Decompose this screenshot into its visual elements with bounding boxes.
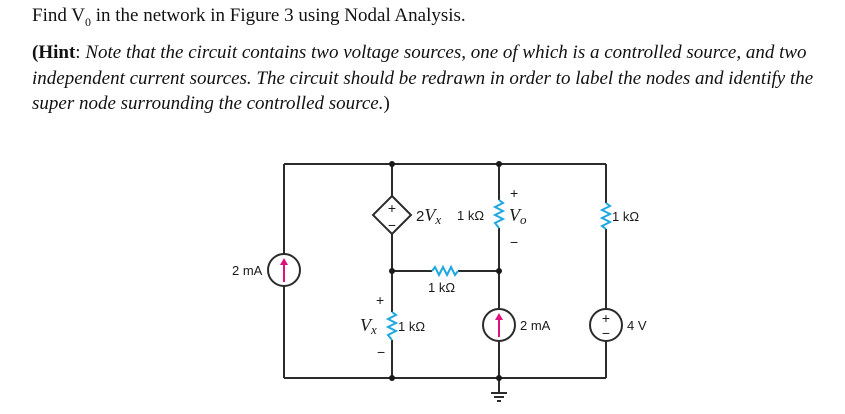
junction-dot [389,161,395,167]
voltage-source: + − [589,308,623,342]
junction-dot [496,375,502,381]
middle-resistor-label: 1 kΩ [428,280,455,295]
vs-minus: − [602,325,610,341]
top-resistor-label: 1 kΩ [457,208,484,223]
vx-resistor [385,311,399,341]
vs-plus: + [602,310,610,326]
vo-minus: − [510,234,518,250]
dep-minus: − [388,217,396,233]
vx-minus: − [377,344,385,360]
vx-resistor-label: 1 kΩ [398,319,425,334]
ground-icon [491,392,507,402]
vx-plus: + [376,292,384,308]
wires [283,163,607,392]
hint-label: Hint [38,42,76,63]
middle-current-source [482,308,516,342]
question-text: Find V0 in the network in Figure 3 using… [32,4,466,34]
top-resistor [492,199,506,229]
middle-resistor [431,264,459,278]
hint-colon: : [75,42,86,63]
question-suffix: in the network in Figure 3 using Nodal A… [90,5,466,26]
junction-dot [496,161,502,167]
dep-plus: + [388,200,396,216]
left-current-source-label: 2 mA [232,263,263,278]
question-prefix: Find V [32,5,85,26]
right-resistor [599,202,613,230]
question-subscript: 0 [84,14,91,29]
vx-label: Vx [360,315,377,337]
middle-current-source-label: 2 mA [520,318,551,333]
hint-body: Note that the circuit contains two volta… [32,42,814,114]
junction-dot [389,375,395,381]
hint-paragraph: (Hint: Note that the circuit contains tw… [32,40,822,117]
dependent-voltage-source: + − [371,194,413,236]
left-current-source [267,253,301,287]
vo-label: Vo [509,205,527,227]
hint-close-paren: ) [383,93,390,114]
hint-open-paren: ( [32,42,39,63]
voltage-source-label: 4 V [627,318,647,333]
dependent-source-label: 2Vx [416,205,441,227]
junction-dot [389,268,395,274]
vo-plus: + [510,185,518,201]
right-resistor-label: 1 kΩ [612,209,639,224]
junction-dot [496,268,502,274]
